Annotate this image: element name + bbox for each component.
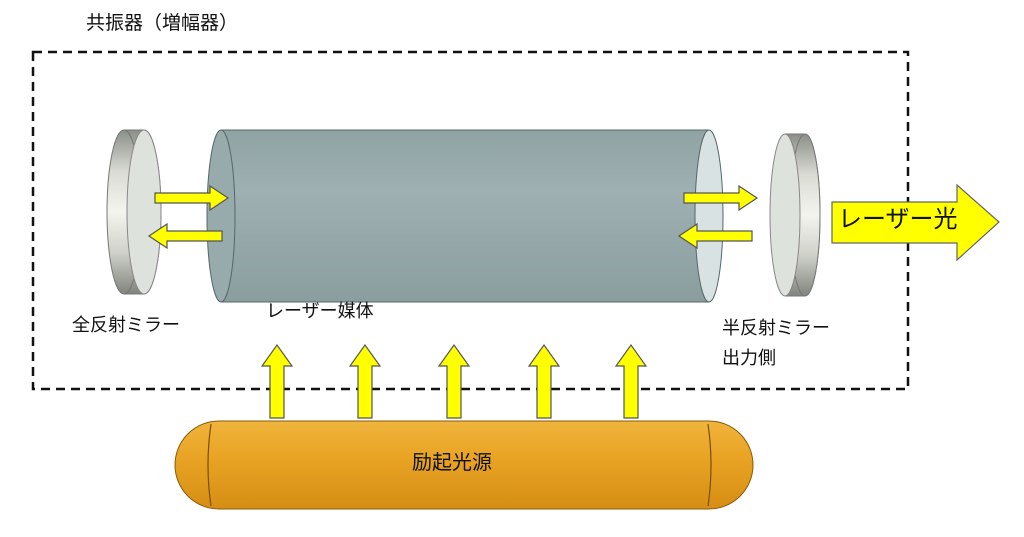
pump-source-label: 励起光源 (412, 450, 492, 474)
arrow-right-left-upper (154, 184, 230, 212)
pump-arrow-3 (437, 343, 471, 419)
full-reflection-mirror (106, 129, 162, 295)
pump-arrow-1 (260, 343, 294, 419)
full-mirror-face (126, 129, 162, 295)
output-side-label: 出力側 (722, 348, 776, 369)
pump-arrow-2 (348, 343, 382, 419)
laser-medium (206, 129, 724, 303)
arrow-left-right-lower (677, 222, 753, 250)
half-reflection-mirror (769, 133, 821, 297)
half-mirror-face (769, 133, 801, 297)
laser-light-label: レーザー光 (838, 205, 958, 233)
arrow-right-right-upper (683, 184, 759, 212)
half-mirror-label: 半反射ミラー (722, 318, 830, 339)
laser-medium-label: レーザー媒体 (266, 301, 374, 322)
medium-end-face (694, 129, 724, 303)
pump-source (174, 420, 754, 510)
pump-arrow-5 (614, 343, 648, 419)
laser-output-arrow (831, 183, 1000, 262)
resonator-label: 共振器（増幅器） (86, 12, 239, 34)
arrow-left-left-lower (147, 222, 223, 250)
pump-arrow-4 (527, 343, 561, 419)
full-mirror-label: 全反射ミラー (72, 315, 180, 336)
